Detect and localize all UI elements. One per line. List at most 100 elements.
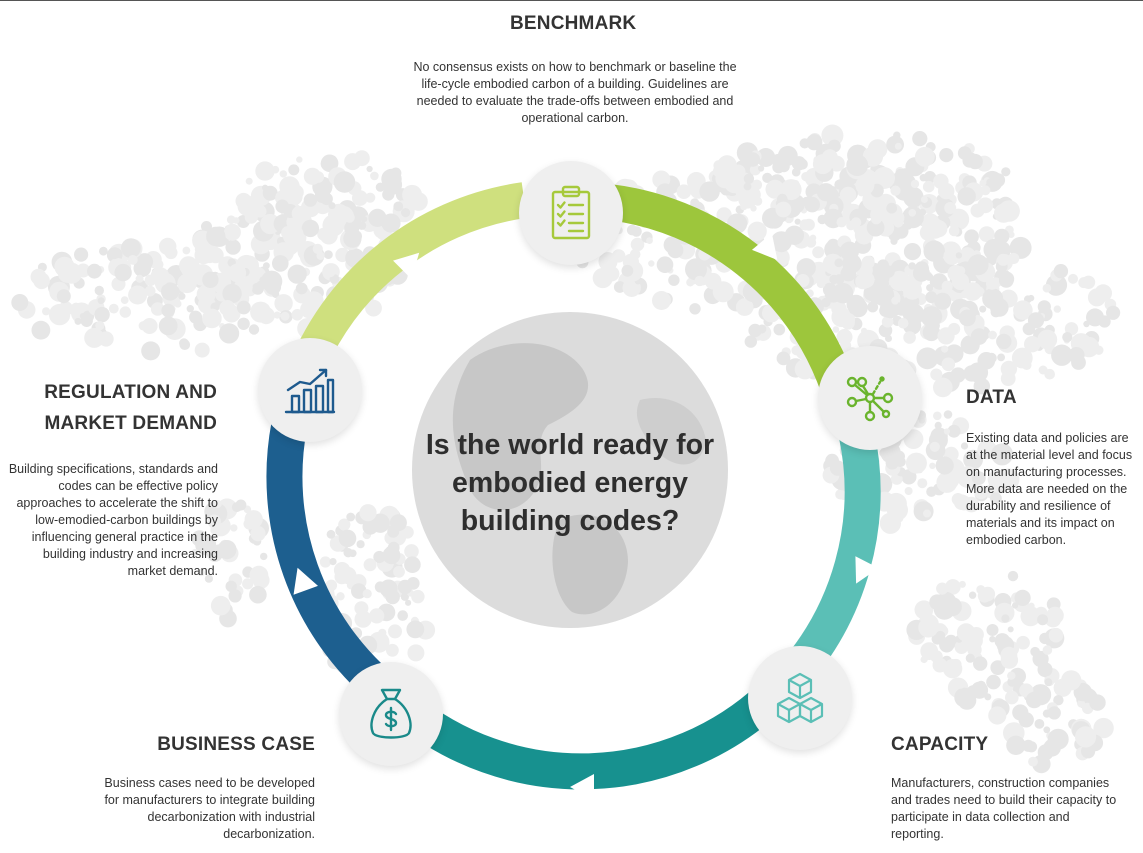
map-dot — [861, 255, 875, 269]
map-dot — [809, 234, 817, 242]
map-dot — [201, 221, 212, 232]
map-dot — [835, 489, 846, 500]
map-dot — [1087, 288, 1106, 307]
capacity-title: CAPACITY — [891, 734, 989, 755]
map-dot — [870, 213, 882, 225]
map-dot — [228, 589, 242, 603]
map-dot — [244, 510, 263, 529]
map-dot — [56, 289, 71, 304]
map-dot — [54, 256, 75, 277]
map-dot — [325, 579, 338, 592]
map-dot — [253, 199, 264, 210]
map-dot — [967, 153, 983, 170]
map-dot — [1001, 167, 1011, 177]
map-dot — [960, 442, 969, 450]
map-dot — [941, 357, 956, 372]
map-dot — [1037, 744, 1054, 761]
map-dot — [196, 284, 216, 304]
map-dot — [141, 318, 158, 334]
money-bag-icon — [370, 688, 412, 739]
map-dot — [189, 310, 203, 324]
map-dot — [842, 253, 862, 274]
map-dot — [713, 160, 725, 172]
map-dot — [903, 243, 922, 261]
map-dot — [743, 182, 752, 191]
stacked-cubes-icon — [776, 672, 824, 724]
map-dot — [153, 259, 164, 270]
map-dot — [362, 589, 372, 599]
map-dot — [213, 607, 221, 614]
map-dot — [333, 171, 356, 193]
map-dot — [875, 287, 883, 295]
map-dot — [272, 255, 289, 272]
map-dot — [1000, 651, 1019, 669]
map-dot — [1044, 678, 1053, 687]
map-dot — [879, 512, 902, 534]
map-dot — [323, 264, 336, 278]
map-dot — [329, 558, 337, 566]
map-dot — [207, 247, 224, 264]
map-dot — [1042, 709, 1051, 718]
map-dot — [913, 501, 934, 522]
map-dot — [722, 155, 733, 166]
map-dot — [1023, 336, 1041, 353]
map-dot — [862, 146, 884, 167]
map-dot — [202, 308, 222, 329]
map-dot — [716, 207, 732, 223]
map-dot — [963, 449, 983, 470]
map-dot — [904, 487, 913, 495]
map-dot — [829, 274, 839, 285]
map-dot — [923, 509, 931, 518]
map-dot — [343, 532, 352, 542]
map-dot — [389, 514, 407, 532]
map-dot — [1007, 626, 1014, 633]
map-dot — [279, 176, 300, 197]
map-dot — [1038, 365, 1048, 375]
map-dot — [161, 303, 175, 318]
map-dot — [1061, 670, 1082, 691]
map-dot — [923, 240, 945, 262]
map-dot — [1043, 726, 1051, 734]
map-dot — [1051, 344, 1073, 366]
map-dot — [866, 203, 873, 210]
map-dot — [937, 327, 955, 345]
map-dot — [271, 165, 280, 174]
arrow-business-to-regulation — [293, 567, 318, 595]
map-dot — [914, 261, 929, 276]
map-dot — [1106, 305, 1121, 320]
benchmark-title: BENCHMARK — [510, 13, 637, 34]
map-dot — [74, 247, 89, 262]
map-dot — [957, 187, 976, 206]
map-dot — [1034, 719, 1045, 729]
map-dot — [411, 589, 425, 604]
map-dot — [834, 258, 844, 268]
map-dot — [338, 518, 351, 531]
map-dot — [95, 321, 105, 331]
map-dot — [94, 285, 105, 296]
map-dot — [397, 579, 413, 595]
map-dot — [1046, 606, 1064, 625]
capacity-description: Manufacturers, construction companies an… — [891, 776, 1117, 841]
map-dot — [923, 171, 937, 184]
map-dot — [227, 263, 247, 283]
map-dot — [991, 443, 1014, 466]
map-dot — [977, 589, 992, 603]
map-dot — [772, 160, 785, 174]
map-dot — [889, 210, 905, 226]
map-dot — [339, 566, 357, 585]
map-dot — [806, 134, 823, 151]
map-dot — [944, 202, 957, 214]
map-dot — [97, 297, 105, 305]
map-dot — [1047, 728, 1069, 750]
map-dot — [249, 585, 267, 604]
map-dot — [379, 579, 398, 598]
map-dot — [920, 196, 928, 203]
map-dot — [988, 330, 997, 340]
map-dot — [232, 217, 240, 224]
map-dot — [799, 138, 810, 149]
map-dot — [74, 317, 82, 325]
map-dot — [630, 237, 645, 252]
map-dot — [343, 229, 362, 248]
map-dot — [956, 466, 979, 488]
map-dot — [836, 217, 847, 228]
